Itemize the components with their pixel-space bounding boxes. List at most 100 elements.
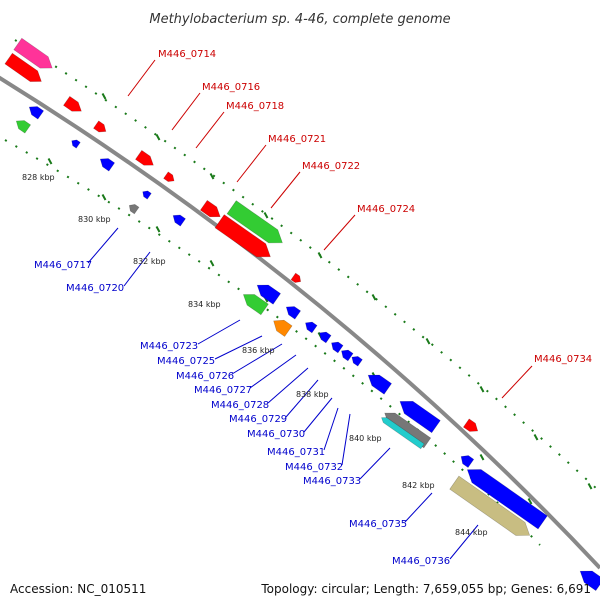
forward-gene-label: M446_0734	[534, 354, 592, 365]
gene-arrow	[273, 319, 293, 337]
position-tick	[209, 173, 215, 180]
reverse-gene-label: M446_0723	[140, 341, 198, 352]
forward-leader-line	[270, 171, 301, 209]
position-tick	[47, 158, 53, 165]
position-tick	[479, 454, 485, 461]
inner-track-guide	[4, 139, 541, 546]
forward-leader-line	[323, 214, 356, 251]
gene-arrow	[256, 284, 281, 305]
forward-gene-label: M446_0718	[226, 101, 284, 112]
reverse-gene-label: M446_0733	[303, 476, 361, 487]
forward-leader-line	[127, 59, 156, 97]
forward-leader-line	[236, 144, 267, 183]
position-tick	[527, 498, 533, 505]
position-tick	[209, 260, 215, 267]
kbp-label: 840 kbp	[349, 434, 382, 443]
gene-arrow	[135, 149, 154, 166]
position-tick	[263, 212, 269, 219]
reverse-leader-line	[341, 413, 351, 466]
gene-arrow	[579, 570, 600, 592]
gene-arrow	[15, 120, 32, 134]
gene-arrow	[71, 139, 81, 149]
reverse-leader-line	[303, 397, 333, 433]
reverse-gene-label: M446_0725	[157, 356, 215, 367]
gene-arrow	[462, 418, 479, 432]
gene-arrow	[242, 294, 269, 316]
gene-arrow	[199, 199, 221, 218]
gene-arrow-pink	[13, 37, 53, 69]
reverse-leader-line	[285, 379, 319, 418]
reverse-gene-label: M446_0729	[229, 414, 287, 425]
reverse-gene-label: M446_0736	[392, 556, 450, 567]
gene-arrow	[331, 341, 344, 354]
kbp-label: 830 kbp	[78, 215, 111, 224]
position-tick	[425, 338, 431, 345]
gene-arrow	[172, 214, 186, 227]
forward-gene-label: M446_0721	[268, 134, 326, 145]
genome-backbone	[0, 75, 600, 570]
forward-leader-line	[171, 92, 201, 131]
position-tick	[317, 252, 323, 259]
reverse-gene-label: M446_0727	[194, 385, 252, 396]
reverse-leader-line	[267, 367, 309, 404]
position-tick	[155, 134, 161, 141]
feature-arrows	[4, 37, 600, 592]
gene-arrow	[351, 356, 363, 367]
reverse-leader-line	[214, 335, 263, 360]
gene-arrow	[99, 158, 116, 172]
position-tick	[101, 93, 107, 100]
gene-arrow	[381, 417, 425, 450]
gene-arrow	[226, 200, 283, 244]
gene-arrow	[4, 52, 42, 82]
gene-arrow	[449, 475, 531, 536]
kbp-label: 834 kbp	[188, 300, 221, 309]
gene-arrow	[285, 306, 302, 320]
gene-arrow	[214, 214, 271, 258]
reverse-gene-label: M446_0720	[66, 283, 124, 294]
track-guides	[4, 39, 599, 546]
gene-arrow	[63, 95, 82, 112]
map-title: Methylobacterium sp. 4-46, complete geno…	[149, 12, 450, 27]
reverse-leader-line	[87, 227, 119, 264]
reverse-gene-label: M446_0730	[247, 429, 305, 440]
position-tick	[155, 226, 161, 233]
position-tick	[587, 483, 593, 490]
gene-arrow	[460, 455, 475, 468]
leader-lines	[87, 59, 533, 560]
reverse-gene-label: M446_0726	[176, 371, 234, 382]
gene-arrow	[163, 171, 175, 182]
reverse-leader-line	[249, 354, 297, 389]
reverse-leader-line	[449, 524, 479, 560]
kbp-label: 836 kbp	[242, 346, 275, 355]
position-tick	[533, 434, 539, 441]
reverse-leader-line	[323, 407, 339, 451]
forward-leader-line	[195, 111, 225, 149]
gene-arrow	[399, 400, 441, 434]
kbp-label: 842 kbp	[402, 481, 435, 490]
kbp-label: 832 kbp	[133, 257, 166, 266]
gene-arrow	[290, 272, 302, 283]
position-tick	[101, 194, 107, 201]
reverse-leader-line	[404, 492, 433, 523]
forward-leader-line	[501, 365, 533, 399]
gene-arrow	[341, 349, 354, 362]
forward-gene-labels: M446_0714M446_0716M446_0718M446_0721M446…	[158, 49, 592, 365]
gene-arrow	[305, 321, 318, 334]
position-tick	[479, 386, 485, 393]
reverse-gene-label: M446_0731	[267, 447, 325, 458]
gene-arrow	[28, 106, 45, 120]
kbp-label: 838 kbp	[296, 390, 329, 399]
reverse-leader-line	[359, 447, 391, 480]
reverse-gene-label: M446_0717	[34, 260, 92, 271]
forward-gene-label: M446_0716	[202, 82, 260, 93]
gene-arrow	[128, 204, 140, 215]
reverse-gene-labels: M446_0717M446_0720M446_0723M446_0725M446…	[34, 260, 450, 567]
topology-text: Topology: circular; Length: 7,659,055 bp…	[261, 582, 591, 596]
position-tick	[371, 294, 377, 301]
accession-text: Accession: NC_010511	[10, 582, 147, 596]
forward-gene-label: M446_0724	[357, 204, 415, 215]
forward-gene-label: M446_0722	[302, 161, 360, 172]
reverse-leader-line	[123, 251, 151, 287]
